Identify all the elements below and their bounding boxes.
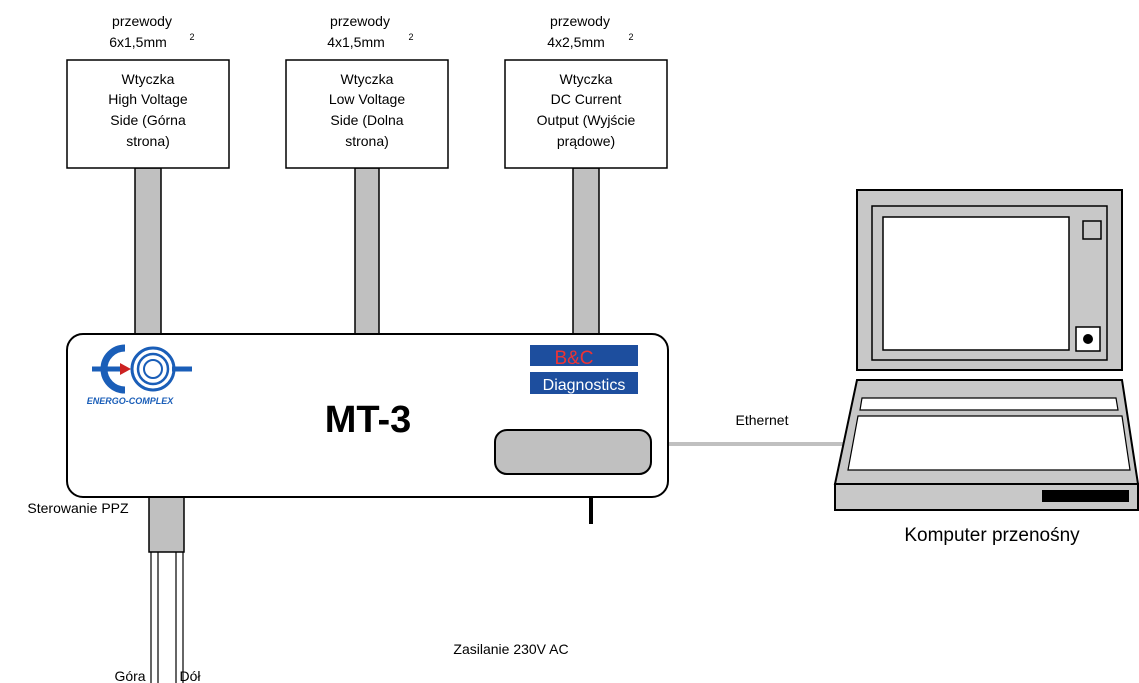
cable-high-voltage <box>134 167 162 337</box>
svg-text:Wtyczka: Wtyczka <box>560 71 613 87</box>
mt3-device: MT-3 <box>66 333 669 498</box>
control-up-label: Góra <box>114 668 145 683</box>
svg-text:2: 2 <box>408 32 413 42</box>
bc-diagnostics-logo: B&C Diagnostics <box>524 345 644 394</box>
control-label: Sterowanie PPZ <box>27 500 129 516</box>
laptop-label: Komputer przenośny <box>904 525 1080 546</box>
svg-text:Wtyczka: Wtyczka <box>122 71 175 87</box>
svg-text:4x1,5mm: 4x1,5mm <box>327 34 385 50</box>
svg-text:ENERGO-COMPLEX: ENERGO-COMPLEX <box>87 396 175 406</box>
power-label: Zasilanie 230V AC <box>453 641 568 657</box>
svg-text:DC Current: DC Current <box>551 91 622 107</box>
wire-spec-1: przewody 6x1,5mm 2 <box>109 13 194 50</box>
plug-dc-current: Wtyczka DC Current Output (Wyjście prądo… <box>504 59 668 169</box>
cable-low-voltage <box>354 167 380 337</box>
svg-text:Side (Górna: Side (Górna <box>110 112 186 128</box>
cable-dc-current <box>572 167 600 337</box>
svg-text:Wtyczka: Wtyczka <box>341 71 394 87</box>
svg-text:6x1,5mm: 6x1,5mm <box>109 34 167 50</box>
plug-low-voltage: Wtyczka Low Voltage Side (Dolna strona) <box>285 59 449 169</box>
svg-text:prądowe): prądowe) <box>557 133 615 149</box>
svg-text:Output (Wyjście: Output (Wyjście <box>537 112 636 128</box>
svg-text:B&C: B&C <box>554 348 593 369</box>
svg-text:strona): strona) <box>126 133 170 149</box>
laptop-icon <box>833 189 1139 511</box>
wire-spec-2: przewody 4x1,5mm 2 <box>327 13 413 50</box>
svg-text:przewody: przewody <box>112 13 172 29</box>
plug-high-voltage: Wtyczka High Voltage Side (Górna strona) <box>66 59 230 169</box>
svg-text:Side (Dolna: Side (Dolna <box>330 112 403 128</box>
svg-text:przewody: przewody <box>330 13 390 29</box>
control-cable <box>148 496 185 553</box>
svg-text:2: 2 <box>628 32 633 42</box>
svg-text:2: 2 <box>189 32 194 42</box>
svg-text:przewody: przewody <box>550 13 610 29</box>
device-name: MT-3 <box>325 399 412 441</box>
svg-text:High Voltage: High Voltage <box>108 91 188 107</box>
control-down-label: Dół <box>179 668 201 683</box>
svg-text:Low Voltage: Low Voltage <box>329 91 405 107</box>
laptop-screen <box>882 216 1070 351</box>
wire-spec-3: przewody 4x2,5mm 2 <box>547 13 633 50</box>
device-display <box>494 429 652 475</box>
control-wires <box>150 552 184 683</box>
energo-complex-logo: ENERGO-COMPLEX <box>87 344 192 406</box>
svg-text:Diagnostics: Diagnostics <box>543 377 626 394</box>
svg-text:strona): strona) <box>345 133 389 149</box>
svg-text:4x2,5mm: 4x2,5mm <box>547 34 605 50</box>
ethernet-label: Ethernet <box>736 412 789 428</box>
